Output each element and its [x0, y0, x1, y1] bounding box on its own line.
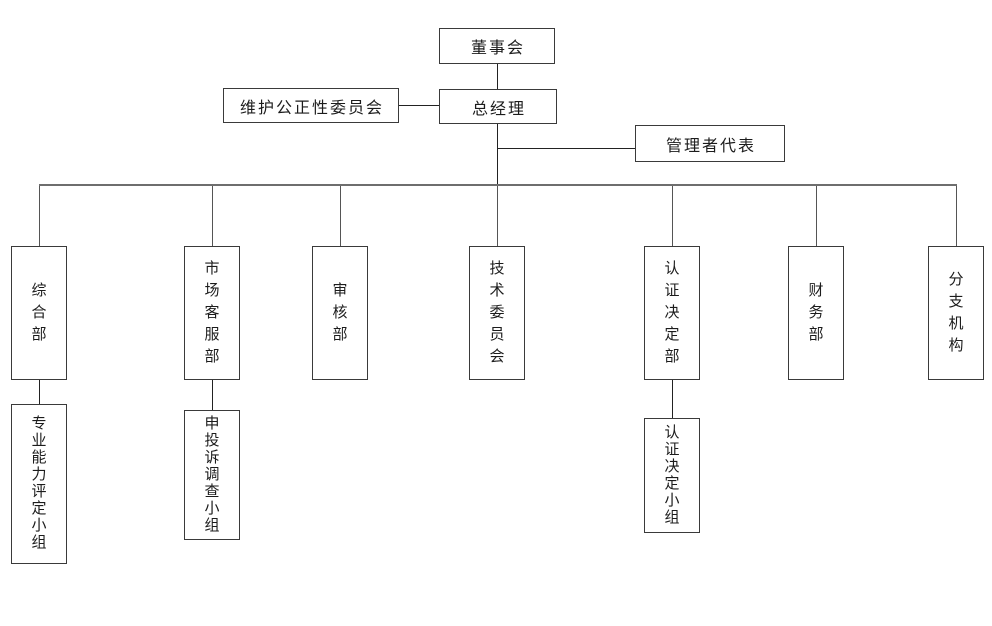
- org-box-general-manager: 总经理: [439, 89, 557, 124]
- connector-market-customer-service-to-complaint-investigation: [212, 380, 213, 410]
- connector-rail-to-technical-committee: [497, 186, 498, 246]
- connector-impartiality-to-gm: [399, 105, 439, 106]
- connector-rail-to-certification-decision: [672, 186, 673, 246]
- org-box-management-representative: 管理者代表: [635, 125, 785, 162]
- dept-box-market-customer-service: 市场客服部: [184, 246, 240, 380]
- subgroup-box-certification-decision-group: 认证决定小组: [644, 418, 700, 533]
- dept-market-customer-service-label: 市场客服部: [204, 261, 220, 365]
- dept-box-audit: 审核部: [312, 246, 368, 380]
- connector-board-to-gm: [497, 64, 498, 89]
- connector-main-rail: [39, 184, 957, 186]
- dept-box-certification-decision: 认证决定部: [644, 246, 700, 380]
- dept-box-general-affairs: 综合部: [11, 246, 67, 380]
- dept-box-finance: 财务部: [788, 246, 844, 380]
- org-box-board-of-directors: 董事会: [439, 28, 555, 64]
- connector-gm-to-rail: [497, 124, 498, 185]
- general-manager-label: 总经理: [471, 100, 526, 118]
- dept-technical-committee-label: 技术委员会: [489, 261, 505, 365]
- subgroup-certification-decision-group-label: 认证决定小组: [664, 424, 680, 526]
- dept-finance-label: 财务部: [808, 283, 824, 343]
- management-representative-label: 管理者代表: [665, 137, 756, 155]
- board-of-directors-label: 董事会: [470, 40, 525, 57]
- subgroup-complaint-investigation-label: 申投诉调查小组: [204, 415, 220, 534]
- dept-certification-decision-label: 认证决定部: [664, 261, 680, 365]
- connector-certification-decision-to-decision-group: [672, 380, 673, 418]
- dept-branch-offices-label: 分支机构: [948, 272, 964, 354]
- connector-rail-to-audit: [340, 186, 341, 246]
- connector-rail-to-branch-offices: [956, 186, 957, 246]
- dept-box-technical-committee: 技术委员会: [469, 246, 525, 380]
- connector-general-affairs-to-competence-evaluation: [39, 380, 40, 404]
- connector-rail-to-general-affairs: [39, 186, 40, 246]
- subgroup-box-complaint-investigation: 申投诉调查小组: [184, 410, 240, 540]
- dept-audit-label: 审核部: [332, 283, 348, 343]
- connector-rail-to-market-customer-service: [212, 186, 213, 246]
- subgroup-box-competence-evaluation: 专业能力评定小组: [11, 404, 67, 564]
- connector-rail-to-finance: [816, 186, 817, 246]
- org-box-impartiality-committee: 维护公正性委员会: [223, 88, 399, 123]
- subgroup-competence-evaluation-label: 专业能力评定小组: [31, 416, 47, 551]
- impartiality-committee-label: 维护公正性委员会: [239, 99, 384, 117]
- dept-box-branch-offices: 分支机构: [928, 246, 984, 380]
- dept-general-affairs-label: 综合部: [31, 283, 47, 343]
- connector-gm-to-management-representative: [498, 148, 635, 149]
